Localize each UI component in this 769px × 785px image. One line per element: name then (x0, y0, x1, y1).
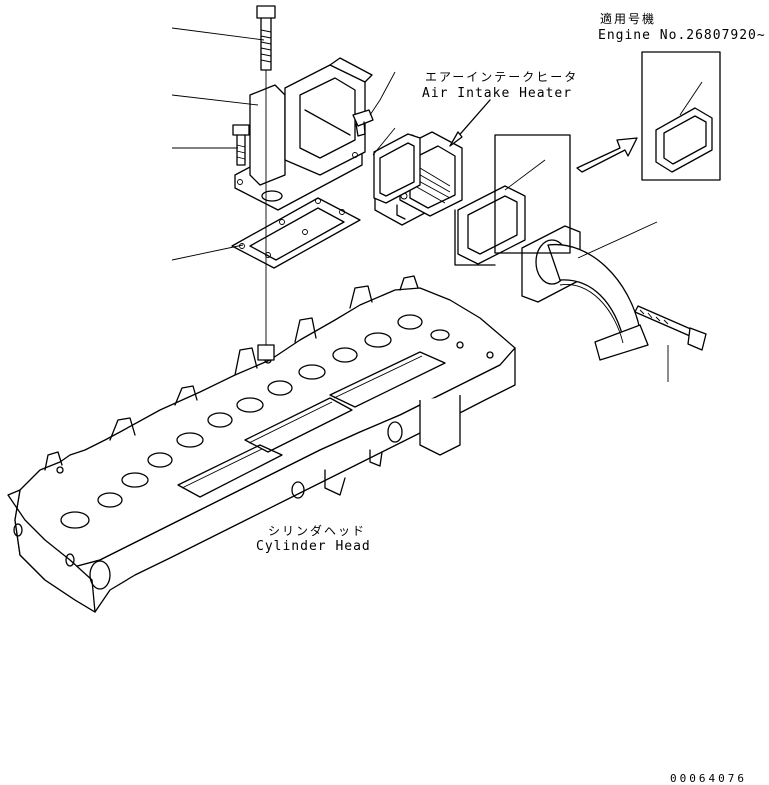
heater-gasket (373, 133, 421, 204)
heater-label-arrow (449, 99, 491, 147)
outlet-box-left (454, 209, 496, 266)
leader-lines (171, 27, 703, 382)
direction-arrow (576, 137, 638, 173)
short-bolt-left (232, 124, 250, 166)
long-bolt (256, 5, 276, 361)
outlet-box (494, 134, 571, 254)
cylinder-head-en: Cylinder Head (256, 539, 371, 554)
air-intake-heater-en: Air Intake Heater (422, 86, 573, 101)
air-intake-heater-jp: エアーインテークヒータ (425, 70, 579, 84)
intake-elbow (521, 225, 649, 361)
elbow-bolt (634, 305, 707, 351)
cylinder-head (7, 275, 516, 613)
short-bolt-right (352, 109, 374, 137)
drawing-code: 00064076 (670, 772, 747, 785)
intake-connector (234, 57, 373, 211)
applicability-engine-no: Engine No.26807920~ (598, 28, 766, 43)
cylinder-head-jp: シリンダヘッド (268, 524, 367, 538)
inset-box (641, 51, 721, 181)
applicability-jp: 適用号機 (600, 12, 657, 26)
outlet-gasket (457, 185, 526, 265)
manifold-gasket (231, 197, 361, 269)
